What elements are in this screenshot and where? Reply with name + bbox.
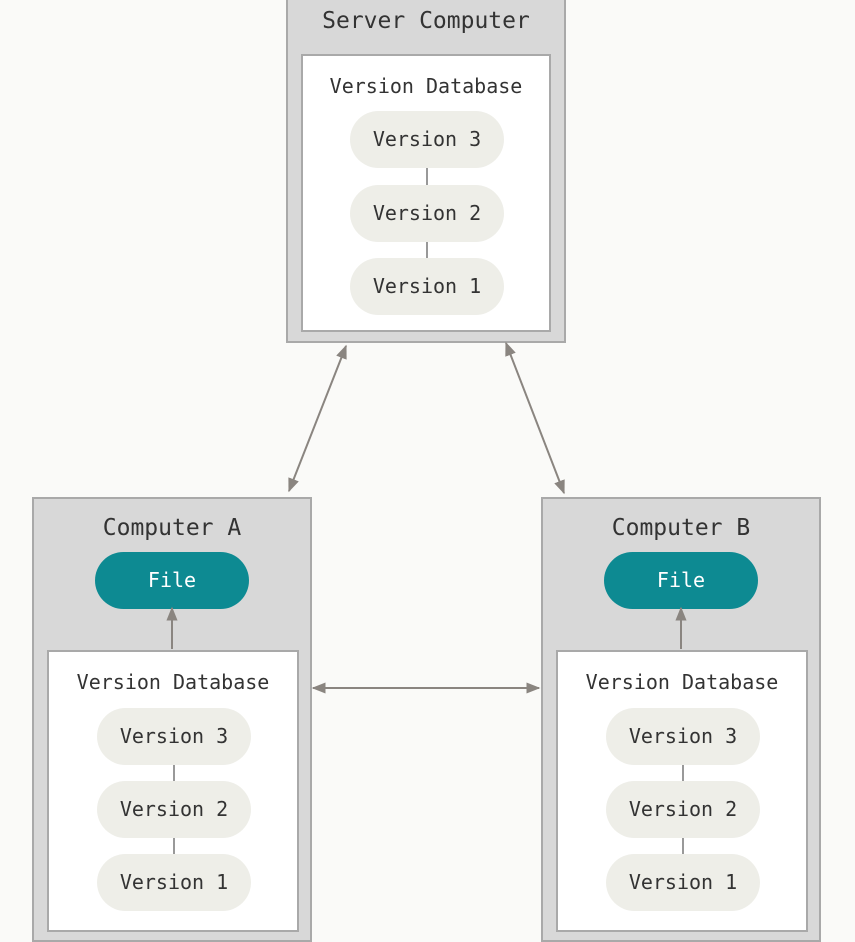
computer-b-version-1: Version 1 [606, 854, 760, 911]
computer-a-connector-3-2 [173, 765, 175, 781]
server-version-database: Version Database Version 3 Version 2 Ver… [301, 54, 551, 332]
computer-a-file: File [95, 552, 249, 609]
computer-a-version-2: Version 2 [97, 781, 251, 838]
computer-b-connector-2-1 [682, 838, 684, 854]
server-db-title: Version Database [329, 74, 523, 98]
computer-a-version-1: Version 1 [97, 854, 251, 911]
server-connector-3-2 [426, 168, 428, 185]
server-computer-box: Server Computer Version Database Version… [286, 0, 566, 343]
computer-b-title: Computer B [611, 515, 751, 541]
computer-a-version-3: Version 3 [97, 708, 251, 765]
computer-a-version-database: Version Database Version 3 Version 2 Ver… [47, 650, 299, 932]
computer-a-db-title: Version Database [76, 670, 270, 694]
server-computer-b-arrow [505, 341, 565, 495]
server-version-3: Version 3 [350, 111, 504, 168]
computer-a-connector-2-1 [173, 838, 175, 854]
computer-a-box: Computer A File Version Database Version… [32, 497, 312, 942]
server-version-2: Version 2 [350, 185, 504, 242]
computer-b-box: Computer B File Version Database Version… [541, 497, 821, 942]
computer-b-version-3: Version 3 [606, 708, 760, 765]
computer-a-title: Computer A [102, 515, 242, 541]
computer-b-connector-3-2 [682, 765, 684, 781]
computer-b-version-2: Version 2 [606, 781, 760, 838]
computer-b-db-title: Version Database [585, 670, 779, 694]
server-version-1: Version 1 [350, 258, 504, 315]
server-computer-title: Server Computer [322, 8, 530, 34]
server-connector-2-1 [426, 242, 428, 258]
computer-b-file: File [604, 552, 758, 609]
server-computer-a-arrow [288, 344, 347, 493]
computer-b-version-database: Version Database Version 3 Version 2 Ver… [556, 650, 808, 932]
